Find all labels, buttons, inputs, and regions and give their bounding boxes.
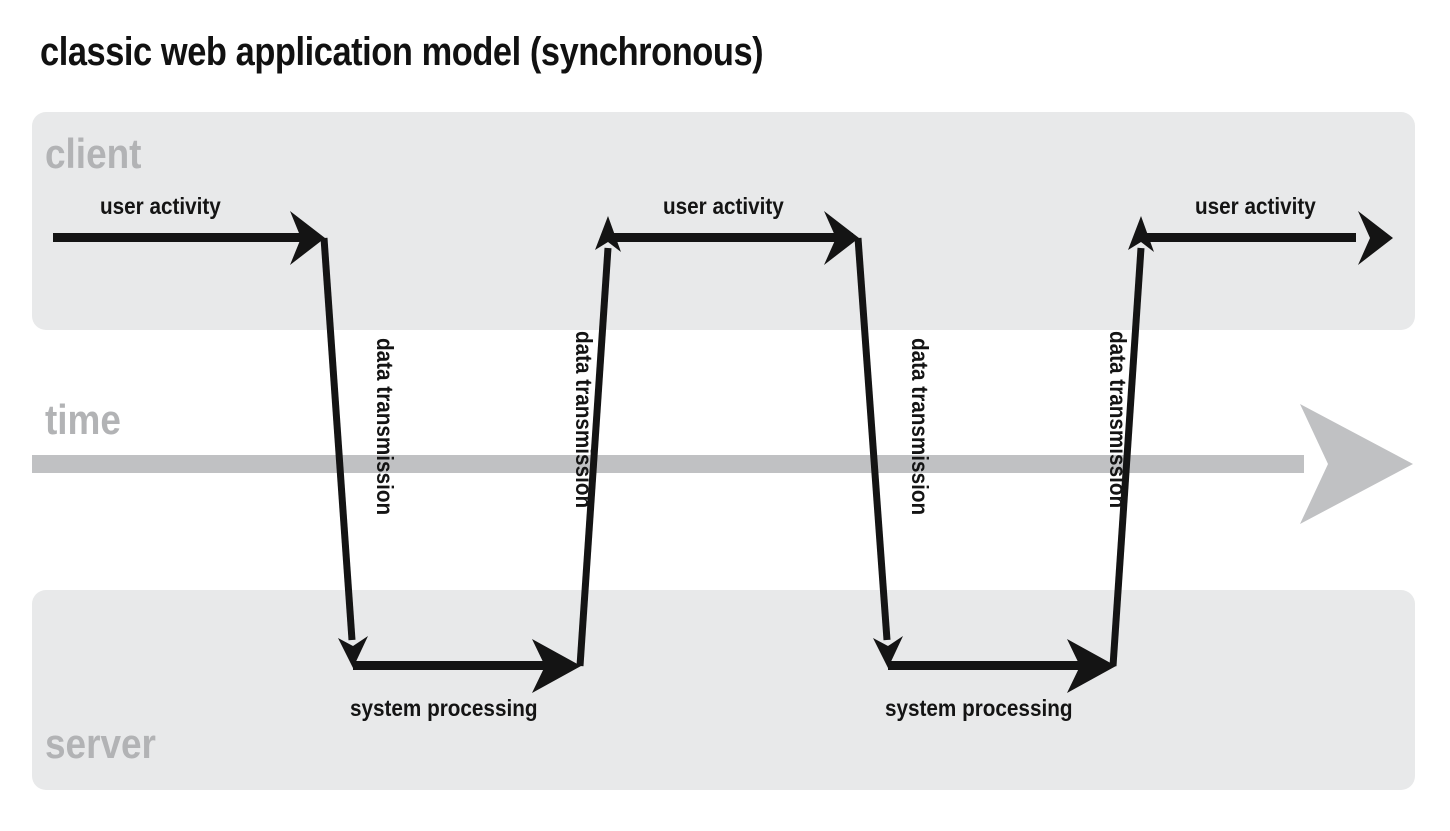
user-activity-label-3: user activity (1195, 193, 1317, 219)
user-activity-label-2: user activity (663, 193, 785, 219)
system-processing-arrow-2 (888, 639, 1116, 693)
server-band (32, 590, 1415, 790)
system-processing-arrow-1 (353, 639, 581, 693)
data-transmission-arrow-3 (854, 237, 903, 668)
server-band-label: server (45, 721, 156, 768)
data-transmission-label-3: data transmission (907, 338, 933, 515)
client-band (32, 112, 1415, 330)
page-title: classic web application model (synchrono… (40, 30, 764, 74)
system-processing-label-2: system processing (885, 695, 1072, 721)
user-activity-arrow-2 (608, 211, 859, 265)
svg-text:data transmission: data transmission (571, 331, 597, 508)
data-transmission-label-2: data transmission (571, 331, 597, 508)
time-band-label: time (45, 397, 121, 444)
time-arrow (32, 404, 1413, 524)
system-processing-label-1: system processing (350, 695, 537, 721)
user-activity-label-1: user activity (100, 193, 222, 219)
data-transmission-label-1: data transmission (372, 338, 398, 515)
svg-text:data transmission: data transmission (1105, 331, 1131, 508)
data-transmission-label-4: data transmission (1105, 331, 1131, 508)
svg-text:data transmission: data transmission (372, 338, 398, 515)
data-transmission-arrow-1 (320, 237, 368, 668)
user-activity-arrow-3 (1141, 211, 1393, 265)
svg-text:data transmission: data transmission (907, 338, 933, 515)
user-activity-arrow-1 (53, 211, 325, 265)
client-band-label: client (45, 131, 142, 178)
